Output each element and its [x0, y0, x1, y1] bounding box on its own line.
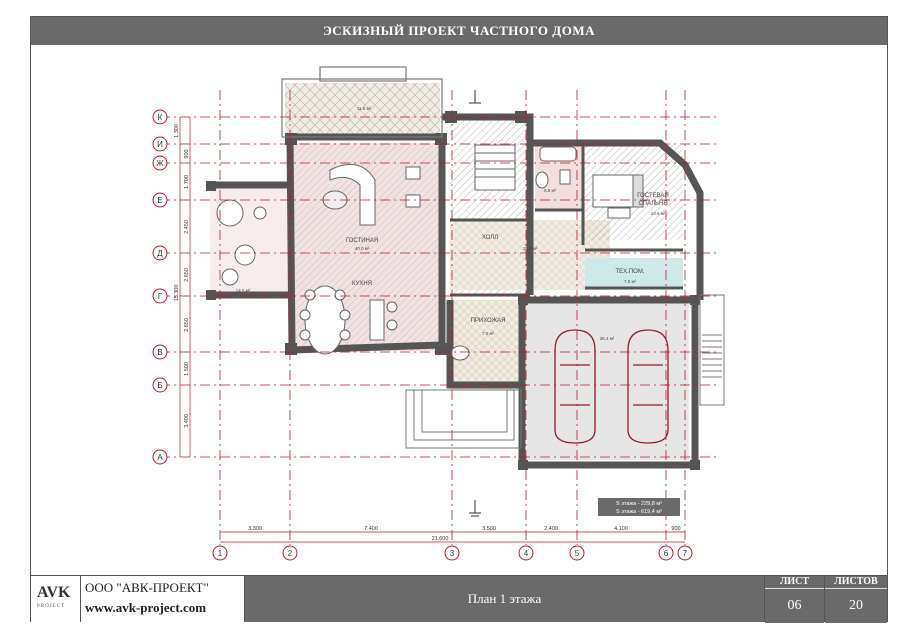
row-dim: 2.650	[184, 268, 190, 282]
room-labels: ГОСТИНАЯ 40.0 м² КУХНЯ ХОЛЛ 10.0 м² ГОСТ…	[236, 106, 669, 341]
row-total: 15.300	[174, 285, 180, 302]
row-axis-label: Д	[157, 249, 163, 258]
entrance-steps	[405, 389, 522, 449]
terrace-area: 11.9 м²	[357, 106, 372, 111]
porch-area: 14.5 м²	[236, 288, 251, 293]
floor-plan: К И Ж Е Д Г В Б А 1.300 900 1.700 2.450 …	[152, 66, 725, 561]
living-room-furniture	[299, 163, 421, 355]
col-axis-label: 7	[683, 549, 688, 558]
company-logo: AVK PROJECT	[31, 576, 81, 622]
side-stairs	[699, 294, 725, 406]
bathroom-fixtures	[450, 146, 577, 361]
row-dim: 1.500	[184, 362, 190, 376]
tech-room-floor	[585, 258, 683, 288]
hall-area: 10.0 м²	[523, 246, 538, 251]
row-axis-label: Е	[157, 196, 162, 205]
garage-area: 36.4 м²	[600, 336, 615, 341]
area-summary: S этажа - 229,8 м² S этажа - 619,4 м²	[598, 498, 680, 516]
col-dim: 2.400	[544, 526, 558, 532]
row-dim: 1.700	[184, 175, 190, 189]
col-dimension-lines	[220, 531, 685, 543]
col-axis-markers	[212, 545, 693, 561]
logo-subtext: PROJECT	[37, 604, 66, 609]
company-name: ООО "АВК-ПРОЕКТ"	[85, 580, 209, 595]
elevation-marks	[469, 90, 481, 517]
terrace-floor	[285, 83, 440, 135]
row-axis-label: Б	[157, 381, 162, 390]
company-info: ООО "АВК-ПРОЕКТ" www.avk-project.com	[81, 576, 245, 622]
col-axis-label: 3	[450, 549, 455, 558]
title-block: AVK PROJECT ООО "АВК-ПРОЕКТ" www.avk-pro…	[31, 575, 887, 623]
inner-walls	[450, 145, 683, 297]
entrance-area: 7.0 м²	[482, 331, 495, 336]
garage-cars	[554, 329, 669, 444]
row-dim: 3.400	[184, 414, 190, 428]
col-axis-label: 6	[664, 549, 669, 558]
interior-staircase	[474, 144, 516, 191]
area-floor1: S этажа - 229,8 м²	[616, 501, 662, 507]
col-axis-labels: 1 2 3 4 5 6 7	[218, 549, 688, 558]
sheet-value: 06	[765, 588, 824, 623]
sheets-value: 20	[825, 588, 887, 623]
row-axis-label: Ж	[156, 159, 164, 168]
guest-bedroom-area: 13.6 м²	[651, 211, 666, 216]
sheet-label: ЛИСТ	[765, 576, 824, 588]
porch-furniture	[216, 199, 267, 286]
living-room-label: ГОСТИНАЯ	[346, 238, 378, 244]
row-dim: 900	[184, 149, 190, 158]
garage-floor	[527, 300, 689, 460]
row-axis-markers	[152, 109, 168, 465]
tech-room-area: 7.0 м²	[624, 279, 637, 284]
kitchen-label: КУХНЯ	[352, 281, 372, 287]
row-dim: 2.650	[184, 318, 190, 332]
col-total: 21.600	[432, 536, 449, 542]
tech-room-label: ТЕХ.ПОМ.	[616, 269, 645, 275]
row-axis-labels: К И Ж Е Д Г В Б А	[156, 113, 164, 462]
entrance-floor	[450, 300, 530, 390]
entrance-label: ПРИХОЖАЯ	[471, 318, 506, 324]
row-dim: 1.300	[174, 124, 180, 138]
col-axis-label: 1	[218, 549, 223, 558]
col-dim: 3.500	[482, 526, 496, 532]
living-room-area: 40.0 м²	[355, 246, 370, 251]
row-axis-label: А	[157, 453, 163, 462]
row-dimension-lines	[179, 117, 191, 457]
col-axis-label: 2	[288, 549, 293, 558]
row-dim: 2.450	[184, 220, 190, 234]
wall-columns	[206, 111, 700, 470]
terrace-railing	[281, 66, 443, 138]
guest-bedroom-label-1: ГОСТЕВАЯ	[637, 193, 669, 199]
company-website[interactable]: www.avk-project.com	[85, 600, 207, 615]
row-axis-label: В	[157, 348, 162, 357]
sheets-count-cell: ЛИСТОВ 20	[825, 576, 887, 623]
logo-text: AVK	[37, 584, 71, 601]
row-axis-label: И	[157, 140, 163, 149]
drawing-caption: План 1 этажа	[245, 576, 765, 622]
col-dim: 7.400	[364, 526, 378, 532]
row-axis-label: К	[158, 113, 163, 122]
row-axis-lines	[160, 116, 720, 458]
guest-bed	[592, 174, 644, 219]
bathroom-area: 5.9 м²	[544, 188, 557, 193]
sheet-number-cell: ЛИСТ 06	[765, 576, 825, 623]
sheets-label: ЛИСТОВ	[825, 576, 887, 588]
hall-label: ХОЛЛ	[482, 235, 498, 241]
col-dim: 900	[671, 526, 680, 532]
col-axis-lines	[219, 90, 686, 545]
guest-bedroom-label-2: СПАЛЬНЯ	[638, 201, 667, 207]
col-dim: 4.100	[614, 526, 628, 532]
area-total: S этажа - 619,4 м²	[616, 509, 662, 515]
row-axis-label: Г	[158, 292, 163, 301]
row-dimension-labels: 1.300 900 1.700 2.450 2.650 2.650 1.500 …	[174, 124, 190, 428]
col-dimension-labels: 3.300 7.400 3.500 2.400 4.100 900 21.600	[248, 526, 680, 542]
col-axis-label: 5	[575, 549, 580, 558]
col-axis-label: 4	[524, 549, 529, 558]
col-dim: 3.300	[248, 526, 262, 532]
page-title: ЭСКИЗНЫЙ ПРОЕКТ ЧАСТНОГО ДОМА	[31, 17, 887, 45]
